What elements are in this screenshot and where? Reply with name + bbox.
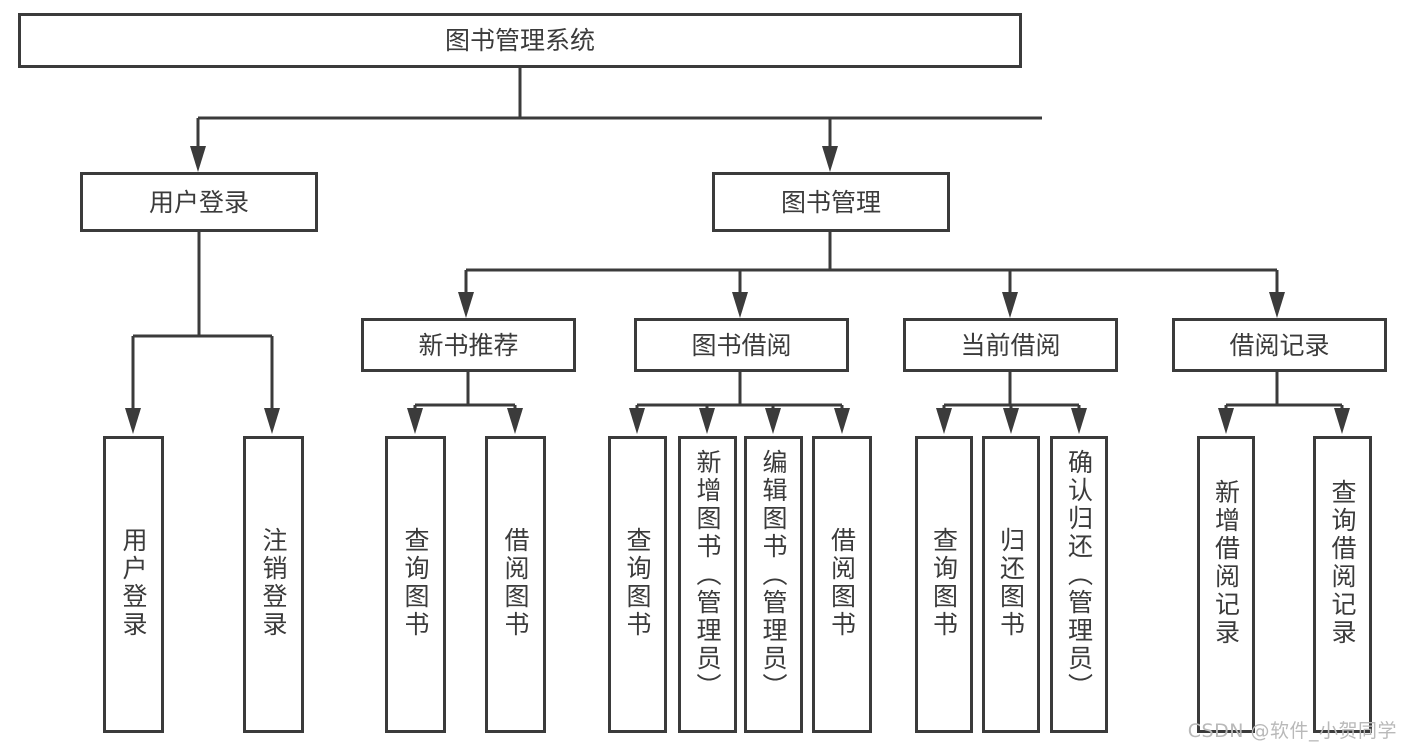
connector-userlogin-to-leaves (125, 232, 280, 434)
node-label: 当前借阅 (960, 330, 1061, 360)
node-label: 查询借阅记录 (1328, 479, 1357, 647)
node-current-borrow[interactable]: 当前借阅 (903, 318, 1118, 372)
leaf-user-login-login[interactable]: 用户登录 (103, 436, 164, 733)
leaf-user-login-logout[interactable]: 注销登录 (243, 436, 304, 733)
node-label: 用户登录 (148, 187, 249, 217)
leaf-current-borrow-query-book[interactable]: 查询图书 (915, 436, 973, 733)
connector-currentborrow-to-leaves (936, 372, 1087, 434)
node-label: 新书推荐 (418, 330, 519, 360)
leaf-new-book-borrow-book[interactable]: 借阅图书 (485, 436, 546, 733)
node-new-book-recommend[interactable]: 新书推荐 (361, 318, 576, 372)
node-label: 查询图书 (401, 527, 430, 639)
node-label: 图书管理 (780, 187, 881, 217)
node-label: 新增图书（管理员） (693, 449, 722, 701)
node-borrow-record[interactable]: 借阅记录 (1172, 318, 1387, 372)
node-root-book-management-system[interactable]: 图书管理系统 (18, 13, 1022, 68)
csdn-watermark: CSDN @软件_小贺同学 (1187, 720, 1397, 742)
node-label: 注销登录 (259, 527, 288, 639)
leaf-borrow-record-query-record[interactable]: 查询借阅记录 (1313, 436, 1372, 733)
node-label: 借阅记录 (1229, 330, 1330, 360)
connector-borrowrecord-to-leaves (1218, 372, 1350, 434)
node-label: 查询图书 (623, 527, 652, 639)
node-label: 用户登录 (119, 527, 148, 639)
leaf-book-borrow-query-book[interactable]: 查询图书 (608, 436, 667, 733)
node-user-login[interactable]: 用户登录 (80, 172, 318, 232)
node-label: 图书管理系统 (444, 26, 595, 55)
connector-root-to-level2 (190, 68, 1042, 172)
node-label: 图书借阅 (691, 330, 792, 360)
node-label: 编辑图书（管理员） (759, 449, 788, 701)
connector-bookmgmt-to-level3 (458, 232, 1285, 318)
leaf-current-borrow-confirm-return-admin[interactable]: 确认归还（管理员） (1050, 436, 1108, 733)
leaf-new-book-query-book[interactable]: 查询图书 (385, 436, 446, 733)
node-label: 查询图书 (929, 527, 959, 639)
connector-bookborrow-to-leaves (629, 372, 850, 434)
connector-newbook-to-leaves (407, 372, 523, 434)
node-label: 确认归还（管理员） (1064, 449, 1094, 701)
leaf-book-borrow-borrow-book[interactable]: 借阅图书 (812, 436, 872, 733)
leaf-current-borrow-return-book[interactable]: 归还图书 (982, 436, 1040, 733)
node-label: 借阅图书 (827, 527, 857, 639)
node-label: 借阅图书 (501, 527, 530, 639)
leaf-borrow-record-add-record[interactable]: 新增借阅记录 (1197, 436, 1255, 733)
leaf-book-borrow-edit-book-admin[interactable]: 编辑图书（管理员） (744, 436, 803, 733)
leaf-book-borrow-add-book-admin[interactable]: 新增图书（管理员） (678, 436, 737, 733)
node-book-borrow[interactable]: 图书借阅 (634, 318, 849, 372)
node-label: 新增借阅记录 (1211, 479, 1241, 647)
node-book-management[interactable]: 图书管理 (712, 172, 950, 232)
node-label: 归还图书 (996, 527, 1026, 639)
